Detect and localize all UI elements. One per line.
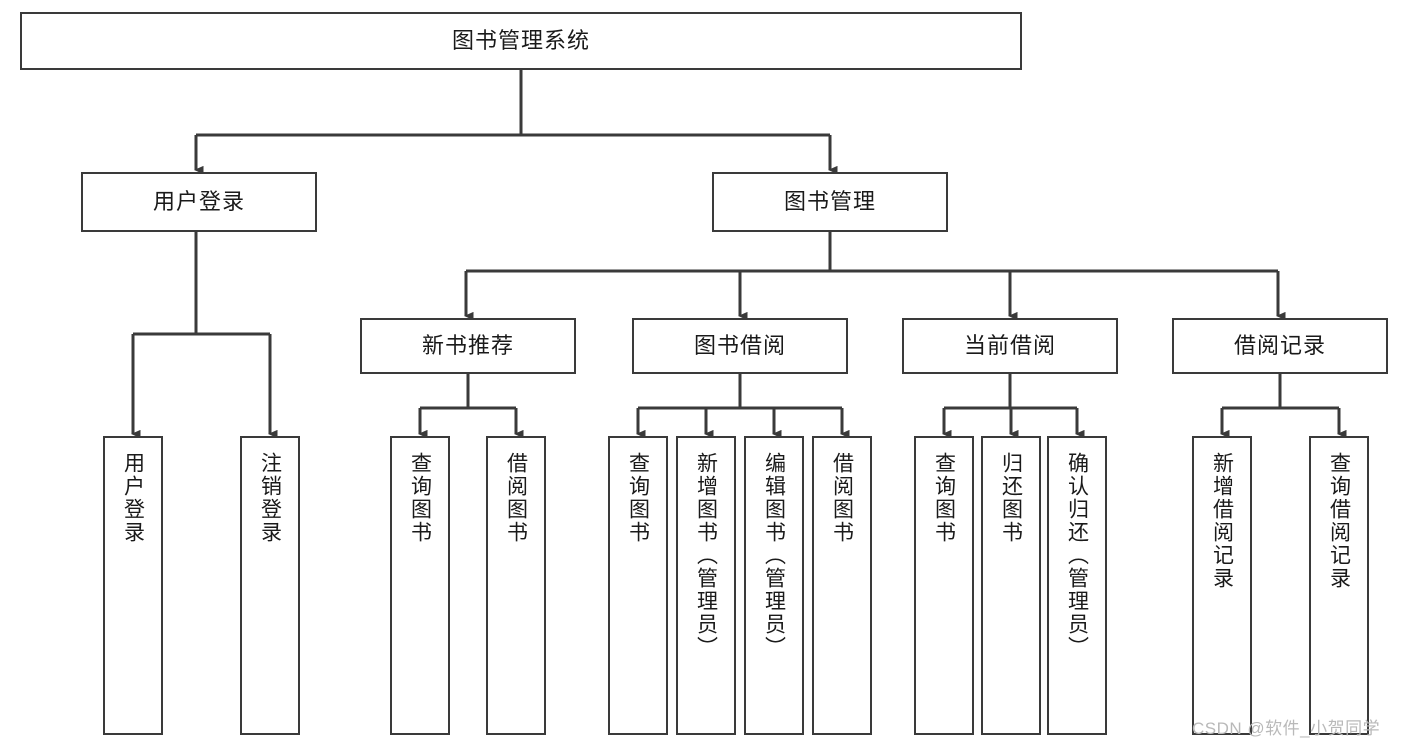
- node-label: 图书管理系统: [451, 28, 590, 54]
- node-label: 确认归还（管理员）: [1065, 452, 1089, 659]
- node-leaf-edit-book-admin[interactable]: 编辑图书（管理员）: [744, 436, 804, 735]
- node-label: 注销登录: [258, 452, 282, 544]
- node-leaf-query-book-borrow[interactable]: 查询图书: [608, 436, 668, 735]
- node-leaf-logout-login[interactable]: 注销登录: [240, 436, 300, 735]
- node-leaf-user-login[interactable]: 用户登录: [103, 436, 163, 735]
- node-borrow-record[interactable]: 借阅记录: [1172, 318, 1388, 374]
- node-label: 新书推荐: [421, 333, 514, 359]
- node-leaf-borrow-book-recommend[interactable]: 借阅图书: [486, 436, 546, 735]
- node-label: 查询图书: [408, 452, 432, 544]
- node-label: 归还图书: [999, 452, 1023, 544]
- node-label: 查询图书: [932, 452, 956, 544]
- node-label: 编辑图书（管理员）: [762, 452, 786, 659]
- node-label: 当前借阅: [963, 333, 1056, 359]
- node-label: 图书借阅: [693, 333, 786, 359]
- node-book-management[interactable]: 图书管理: [712, 172, 948, 232]
- node-leaf-return-book[interactable]: 归还图书: [981, 436, 1041, 735]
- csdn-watermark: CSDN @软件_小贺同学: [1192, 719, 1381, 738]
- node-leaf-query-book-recommend[interactable]: 查询图书: [390, 436, 450, 735]
- node-label: 用户登录: [121, 452, 145, 544]
- node-label: 用户登录: [152, 189, 245, 215]
- node-leaf-borrow-book-borrow[interactable]: 借阅图书: [812, 436, 872, 735]
- node-root-book-management-system[interactable]: 图书管理系统: [20, 12, 1022, 70]
- node-label: 新增图书（管理员）: [694, 452, 718, 659]
- node-label: 新增借阅记录: [1210, 452, 1234, 590]
- node-current-borrow[interactable]: 当前借阅: [902, 318, 1118, 374]
- node-label: 查询借阅记录: [1327, 452, 1351, 590]
- node-label: 查询图书: [626, 452, 650, 544]
- node-label: 借阅记录: [1233, 333, 1326, 359]
- node-book-borrow[interactable]: 图书借阅: [632, 318, 848, 374]
- node-label: 借阅图书: [830, 452, 854, 544]
- node-leaf-confirm-return-admin[interactable]: 确认归还（管理员）: [1047, 436, 1107, 735]
- node-label: 图书管理: [783, 189, 876, 215]
- node-new-book-recommend[interactable]: 新书推荐: [360, 318, 576, 374]
- node-user-login[interactable]: 用户登录: [81, 172, 317, 232]
- node-leaf-query-book-current[interactable]: 查询图书: [914, 436, 974, 735]
- node-leaf-add-borrow-record[interactable]: 新增借阅记录: [1192, 436, 1252, 735]
- node-label: 借阅图书: [504, 452, 528, 544]
- node-leaf-add-book-admin[interactable]: 新增图书（管理员）: [676, 436, 736, 735]
- node-leaf-query-borrow-record[interactable]: 查询借阅记录: [1309, 436, 1369, 735]
